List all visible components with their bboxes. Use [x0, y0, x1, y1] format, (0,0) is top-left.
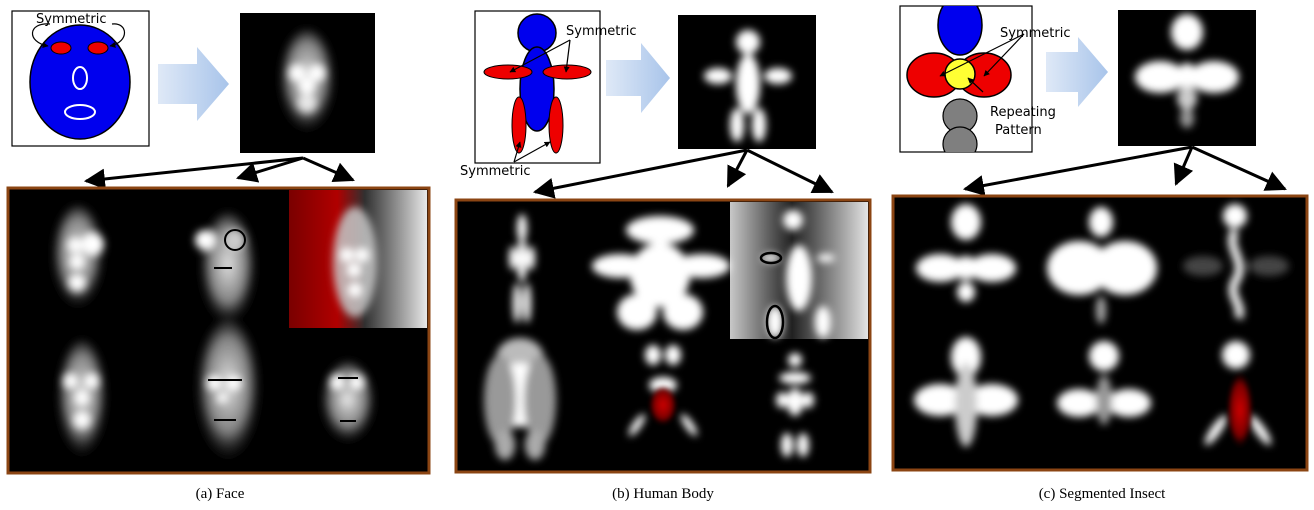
panel-b: Symmetric Symmetric [456, 11, 870, 502]
panel-c: Symmetric Repeating Pattern [893, 0, 1307, 502]
transform-arrow-c [1046, 37, 1108, 107]
insect-head [938, 0, 982, 55]
panel-a: Symmetric [8, 11, 429, 502]
transform-arrow-b [606, 43, 670, 113]
repeating-label-line2: Pattern [995, 123, 1042, 138]
face-head [30, 25, 130, 139]
transform-arrow-a [158, 47, 229, 121]
face-left-eye [51, 42, 71, 54]
body-left-arm [484, 65, 532, 79]
insect-segment-2 [943, 127, 977, 161]
body-right-leg [549, 97, 563, 153]
symmetric-label-a: Symmetric [36, 12, 106, 27]
expand-arrows-c [965, 147, 1285, 189]
symmetric-label-b-bottom: Symmetric [460, 164, 530, 179]
repeating-label-line1: Repeating [990, 105, 1056, 120]
symmetric-label-b-top: Symmetric [566, 24, 636, 39]
face-right-eye [88, 42, 108, 54]
expand-arrows-a [86, 158, 353, 181]
caption-b: (b) Human Body [612, 486, 714, 502]
insect-thorax [945, 59, 975, 89]
symmetric-label-c: Symmetric [1000, 26, 1070, 41]
caption-c: (c) Segmented Insect [1039, 486, 1166, 502]
caption-a: (a) Face [196, 486, 245, 502]
